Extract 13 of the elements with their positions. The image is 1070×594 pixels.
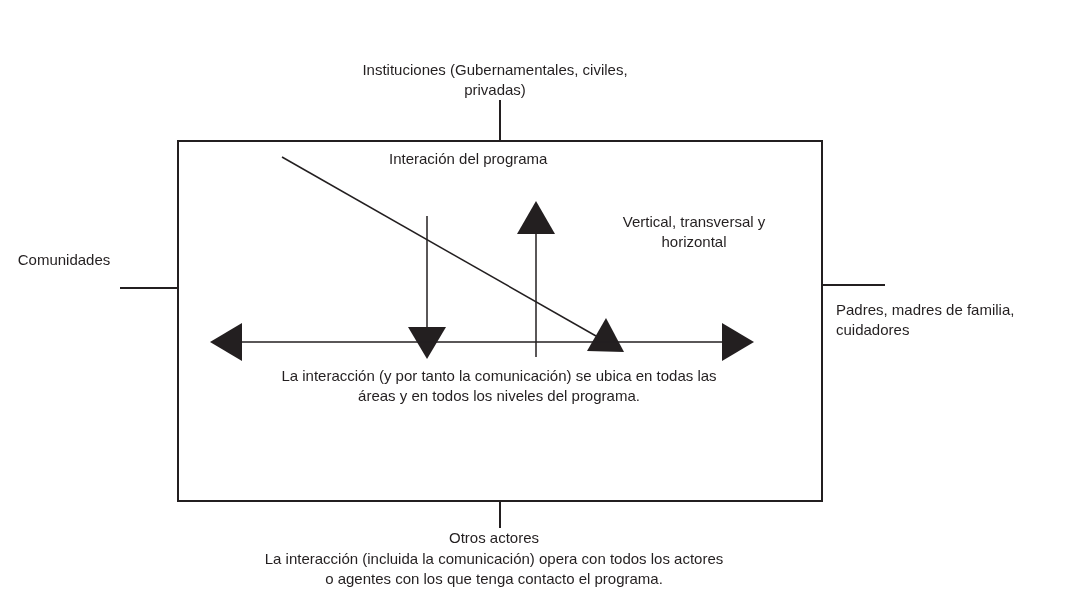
actor-label: Padres, madres de familia, cuidadores	[836, 300, 1016, 340]
program-box	[177, 140, 823, 502]
connector-line	[499, 99, 501, 141]
connector-line	[499, 501, 501, 529]
box-description: La interacción (y por tanto la comunicación) se ubica en todas las áreas y en todos los niveles del programa.	[280, 366, 718, 406]
connector-line	[822, 284, 886, 286]
connector-line	[119, 287, 178, 289]
actor-description: La interacción (incluida la comunicación) opera con todos los actores o agentes con los que tenga contacto el programa.	[264, 549, 724, 589]
box-note: Vertical, transversal y horizontal	[621, 212, 767, 252]
actor-label: Instituciones (Gubernamentales, civiles, privadas)	[361, 60, 629, 100]
actor-label: Comunidades	[16, 250, 112, 270]
box-heading: Interación del programa	[389, 149, 549, 169]
actor-label: Otros actores	[448, 528, 540, 548]
